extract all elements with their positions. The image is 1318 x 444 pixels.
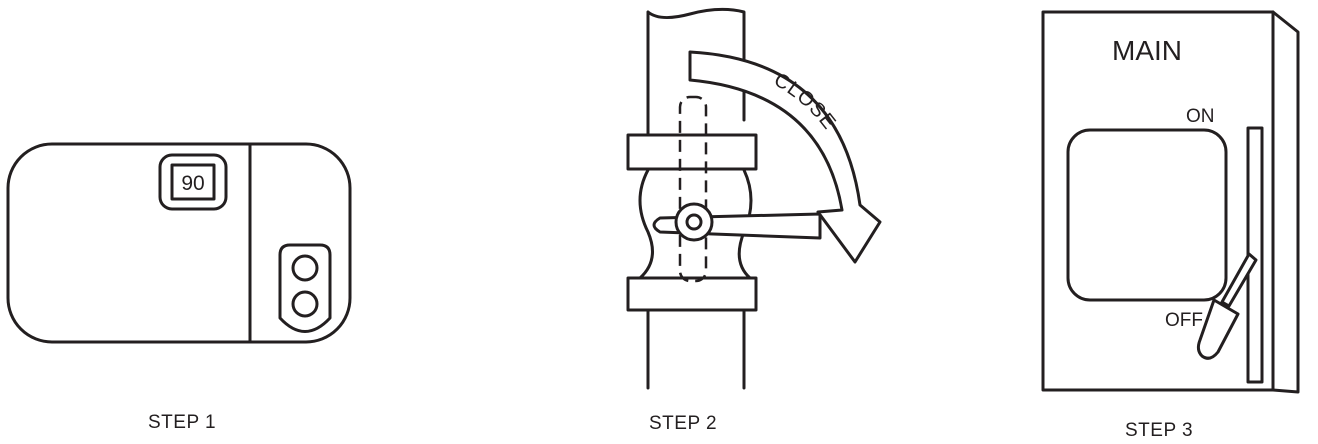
switch-lever xyxy=(1220,252,1258,308)
control-knob-housing xyxy=(278,243,332,333)
off-label: OFF xyxy=(1165,310,1203,331)
switch-lever-grip xyxy=(1196,298,1240,360)
step-1-label: STEP 1 xyxy=(148,412,217,433)
upper-clamp xyxy=(626,133,758,171)
lower-clamp xyxy=(626,276,758,312)
on-label: ON xyxy=(1186,106,1215,127)
temperature-dial: 90 xyxy=(158,153,228,211)
step-2-label: STEP 2 xyxy=(649,413,718,434)
switch-box-side xyxy=(1271,10,1300,394)
upper-knob-icon xyxy=(291,254,319,282)
valve-stem-outer xyxy=(674,202,714,242)
close-arrow-icon xyxy=(688,50,882,264)
temperature-dial-value: 90 xyxy=(181,172,204,195)
main-disconnect-switch: MAIN ON OFF xyxy=(1041,10,1300,394)
valve-stem-inner xyxy=(685,213,703,231)
switch-box xyxy=(1041,10,1275,392)
switch-window xyxy=(1066,128,1228,302)
valve-handle-open-position xyxy=(678,95,708,283)
switch-title: MAIN xyxy=(1112,35,1182,66)
lower-knob-icon xyxy=(291,290,319,318)
gas-pipe-valve: CLOSE xyxy=(626,7,882,390)
step-3-label: STEP 3 xyxy=(1125,420,1194,441)
gas-control-unit: 90 xyxy=(6,142,352,344)
